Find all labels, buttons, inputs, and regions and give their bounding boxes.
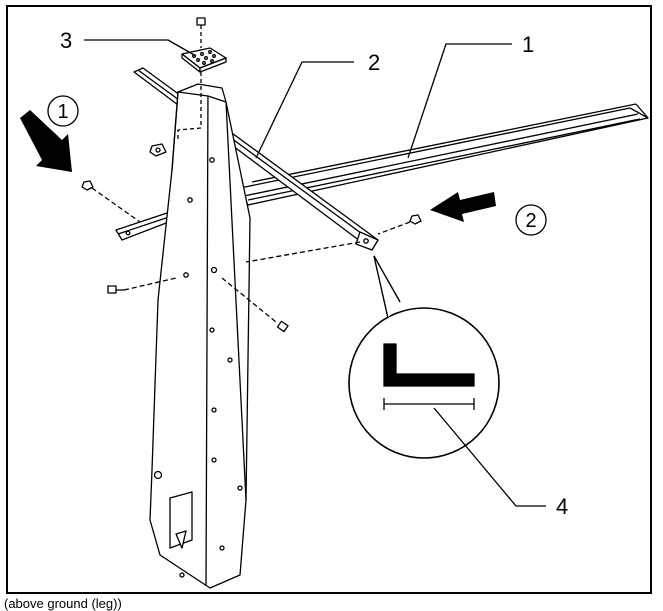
step-arrow-2 (430, 192, 496, 222)
nut-top-left (149, 143, 167, 157)
fastener-line-left (81, 180, 141, 223)
diagram-frame (6, 5, 652, 594)
callout-3: 3 (60, 28, 72, 53)
step-circle-1: 1 (47, 95, 79, 127)
bolt-lower-right (221, 277, 289, 333)
leader-lines (84, 39, 546, 507)
leg-post (149, 83, 251, 589)
callout-1: 1 (522, 32, 534, 57)
step-circle-2: 2 (515, 204, 547, 236)
foot-pad-part (181, 47, 227, 73)
bolt-lower-left (107, 277, 177, 294)
figure-caption: (above ground (leg)) (4, 596, 122, 611)
step-2-label: 2 (525, 210, 536, 232)
step-1-label: 1 (57, 101, 68, 123)
fastener-line-right (245, 214, 422, 263)
step-arrow-1 (20, 110, 72, 172)
detail-magnifier (348, 255, 500, 459)
callout-2: 2 (368, 50, 380, 75)
top-bolt (177, 17, 206, 140)
callout-4: 4 (556, 494, 568, 519)
